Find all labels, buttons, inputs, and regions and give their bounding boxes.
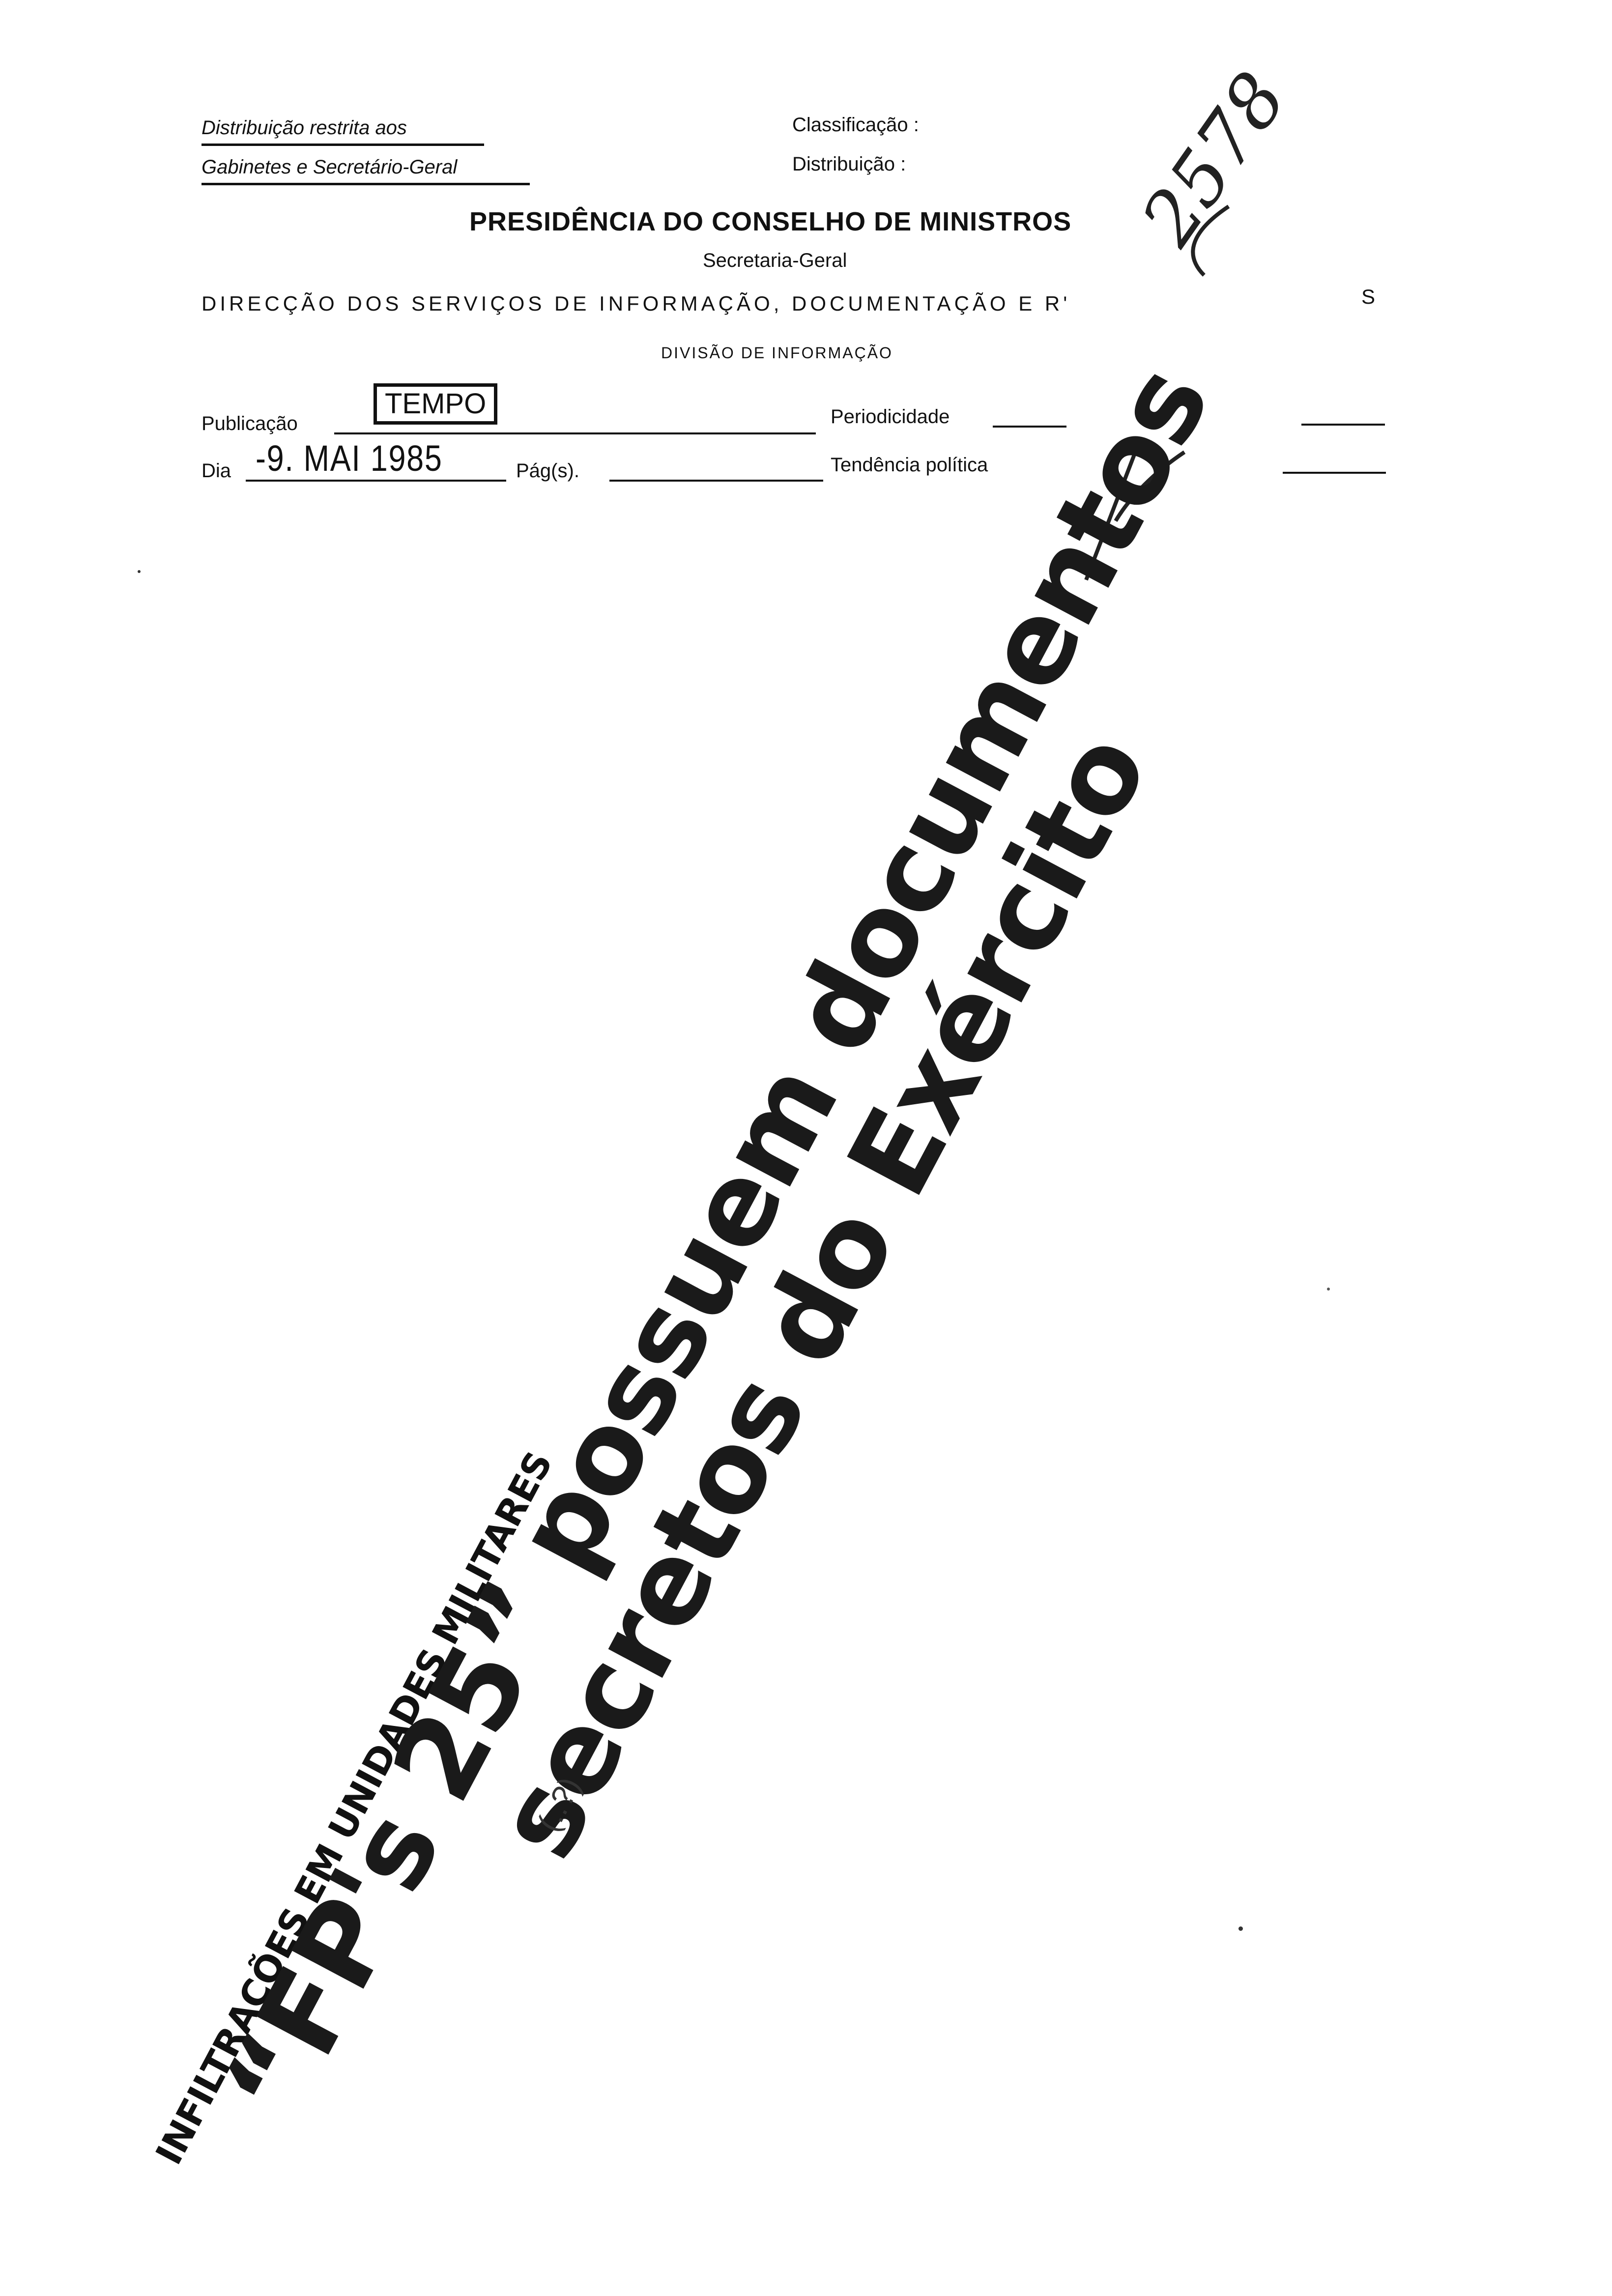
headline-line1: “FP's 25” possuem documentos bbox=[198, 346, 1235, 2140]
directorate-line: DIRECÇÃO DOS SERVIÇOS DE INFORMAÇÃO, DOC… bbox=[202, 292, 1071, 315]
periodicity-line bbox=[993, 426, 1066, 428]
page-title: PRESIDÊNCIA DO CONSELHO DE MINISTROS bbox=[469, 207, 1072, 236]
publication-line bbox=[334, 432, 816, 434]
classification-label: Classificação : bbox=[792, 114, 919, 136]
distribution-note-underline2 bbox=[202, 183, 530, 185]
headline-line2: secretos do Exército bbox=[470, 714, 1173, 1878]
pages-label: Pág(s). bbox=[516, 460, 579, 482]
pages-line bbox=[609, 480, 823, 482]
directorate-tail: S bbox=[1361, 285, 1379, 308]
distribution-note-underline1 bbox=[202, 144, 484, 146]
periodicity-label: Periodicidade bbox=[831, 406, 950, 428]
distribution-label: Distribuição : bbox=[792, 153, 906, 175]
division-line: DIVISÃO DE INFORMAÇÃO bbox=[661, 344, 893, 362]
periodicity-line-right bbox=[1301, 424, 1385, 426]
day-label: Dia bbox=[202, 460, 231, 482]
political-tendency-label: Tendência política bbox=[831, 454, 988, 476]
publication-label: Publicação bbox=[202, 413, 298, 434]
page-subtitle: Secretaria-Geral bbox=[703, 250, 847, 271]
speck bbox=[138, 570, 141, 573]
day-line bbox=[246, 480, 506, 482]
distribution-note-line1: Distribuição restrita aos bbox=[202, 117, 407, 139]
publication-stamp: TEMPO bbox=[374, 383, 498, 425]
handwritten-mark bbox=[1084, 204, 1230, 581]
speck bbox=[1238, 1926, 1243, 1931]
speck bbox=[1327, 1288, 1330, 1291]
political-tendency-line bbox=[1283, 472, 1386, 474]
day-stamp: -9. MAI 1985 bbox=[256, 438, 443, 479]
distribution-note-line2: Gabinetes e Secretário-Geral bbox=[202, 156, 458, 178]
